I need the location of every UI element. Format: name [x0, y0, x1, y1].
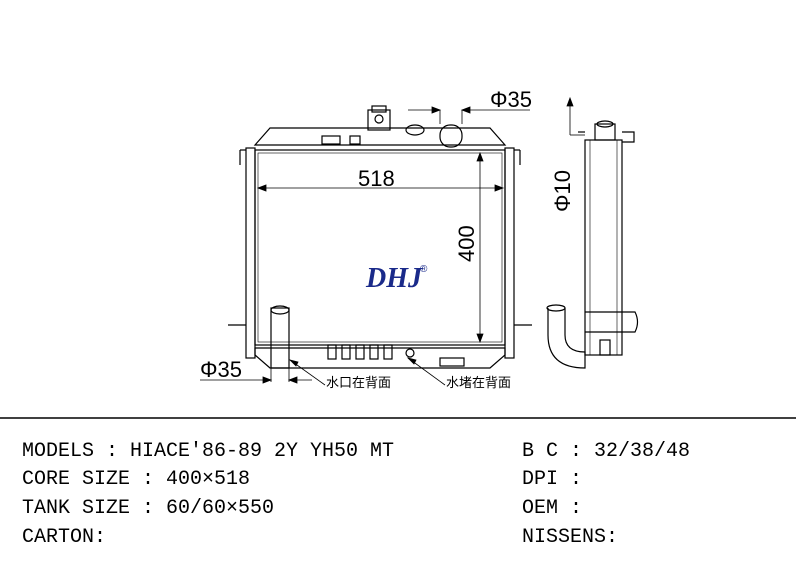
filler-neck: [367, 109, 391, 131]
tank-size-row: TANK SIZE : 60/60×550: [22, 497, 275, 520]
right-side-bracket: [504, 147, 515, 359]
registered-mark: ®: [420, 264, 428, 275]
nissens-row: NISSENS:: [522, 526, 619, 549]
bottom-tank-ribs: [327, 344, 393, 360]
inlet-dimension: [200, 368, 312, 384]
core: [254, 149, 506, 346]
top-tank: [253, 127, 507, 146]
outlet-diameter-label: Φ35: [490, 87, 532, 112]
dpi-row: DPI :: [522, 468, 583, 491]
inlet-diameter-label: Φ35: [200, 357, 242, 382]
side-view: [546, 120, 639, 369]
oem-row: OEM :: [522, 497, 583, 520]
drain-plug: [405, 348, 415, 358]
side-bent-pipe: [547, 308, 586, 369]
side-pipe-diameter-label: Φ10: [550, 170, 575, 212]
outlet-dimension: [408, 106, 530, 124]
bc-row: B C : 32/38/48: [522, 440, 691, 463]
width-label: 518: [358, 166, 395, 191]
outlet-pipe: [439, 124, 463, 148]
brand-logo: DHJ: [365, 263, 423, 294]
carton-row: CARTON:: [22, 526, 107, 549]
left-side-bracket: [245, 147, 256, 359]
inlet-back-note: 水口在背面: [326, 376, 391, 391]
plug-back-note: 水堵在背面: [446, 376, 511, 391]
width-dimension: [256, 184, 505, 192]
radiator-drawing: 518 400 Φ35 Φ35: [0, 87, 796, 419]
bottom-tank: [254, 347, 506, 369]
models-row: MODELS : HIACE'86-89 2Y YH50 MT: [22, 440, 395, 463]
core-size-row: CORE SIZE : 400×518: [22, 468, 251, 491]
front-view: [228, 105, 532, 369]
height-dimension: [476, 151, 484, 344]
height-label: 400: [454, 225, 479, 262]
inlet-pipe: [270, 307, 290, 369]
